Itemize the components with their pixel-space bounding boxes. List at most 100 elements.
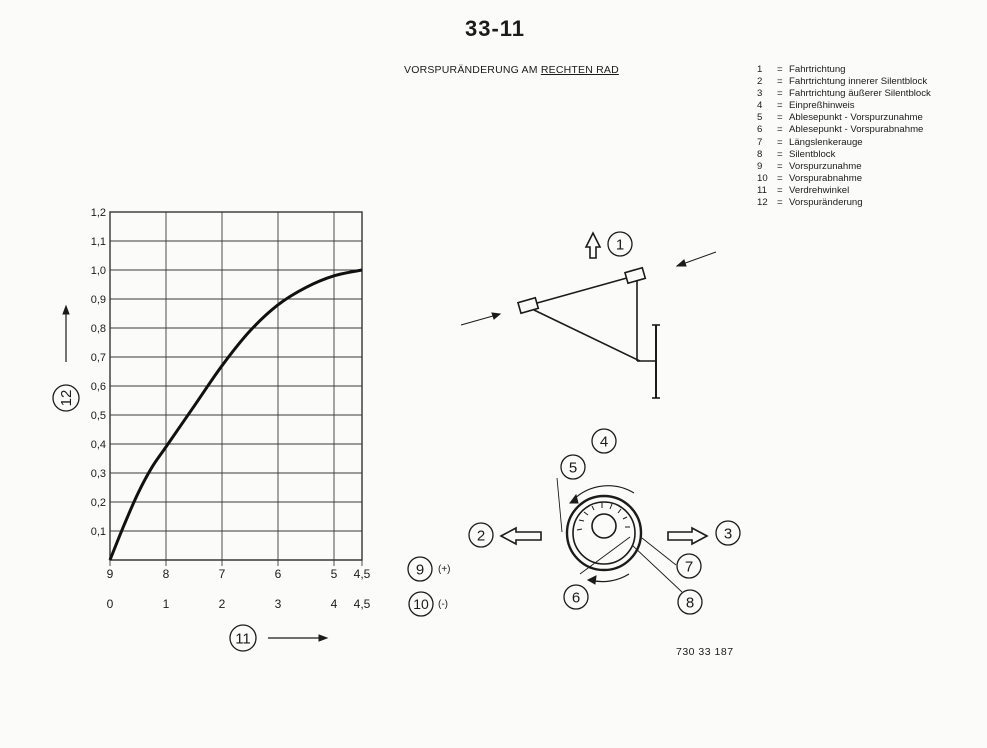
legend-number: 8 (757, 148, 763, 160)
chart-axis-labels: 9 (+) 1 0 (-) 11 12 (52, 384, 451, 652)
callout-circle (563, 584, 589, 610)
arrow-right-thin-head (675, 259, 687, 267)
legend-text: Fahrtrichtung äußerer Silentblock (789, 88, 931, 100)
legend-number: 5 (757, 112, 763, 124)
legend-number: 3 (757, 88, 763, 100)
callout-number: 1 (616, 237, 624, 254)
y-axis-label: 12 (58, 390, 75, 407)
legend-item: 12 = Vorspuränderung (757, 197, 931, 209)
callout-circle (560, 454, 586, 480)
x-row-top-label: 9 (416, 561, 424, 578)
callout-circle (591, 428, 617, 454)
legend-equals: = (777, 64, 783, 75)
y-tick-label: 0,1 (91, 526, 106, 538)
legend-equals: = (777, 112, 783, 124)
chart-title-emphasis: RECHTEN RAD (540, 64, 619, 76)
legend-item: 11=Verdrehwinkel (757, 185, 931, 197)
x-row-top-label-circle (407, 556, 433, 582)
legend-text: Fahrtrichtung (789, 64, 846, 75)
dial-tick (591, 505, 595, 511)
y-tick-label: 0,8 (91, 323, 106, 335)
dial-tick (576, 528, 583, 531)
y-axis-label-group: 12 (52, 384, 80, 412)
legend-number: 2 (757, 76, 763, 88)
outer-bushing (623, 266, 647, 285)
x-axis-label-circle (229, 624, 257, 652)
chart-title: VORSPURÄNDERUNG AM RECHTEN RAD (404, 64, 619, 76)
y-tick-label: 1,2 (91, 207, 106, 219)
callout-number: 4 (600, 434, 608, 451)
legend-equals: = (777, 160, 783, 172)
legend-number: 6 (757, 124, 763, 136)
x-tick-label-bottom: 2 (219, 597, 226, 611)
y-tick-label: 0,4 (91, 439, 106, 451)
leader-5 (556, 477, 563, 533)
x-axis-label: 11 (235, 630, 251, 647)
legend-item: 8=Silentblock (757, 149, 931, 161)
chart-plot (108, 268, 363, 561)
x-tick-label-top: 8 (163, 567, 170, 581)
rotation-arc-top (572, 485, 635, 501)
x-tick-label-bottom: 0 (107, 597, 114, 611)
x-tick-label-top: 4,5 (354, 567, 371, 581)
x-row-top-marker: (+) (438, 564, 451, 575)
legend-equals: = (777, 88, 783, 100)
x-tick-label-top: 6 (275, 567, 282, 581)
chart-grid (109, 211, 363, 566)
legend-text: Längslenkerauge (789, 136, 863, 148)
dial-tick (617, 508, 622, 514)
callout-number: 7 (685, 559, 693, 576)
y-tick-label: 0,9 (91, 294, 106, 306)
legend-text: Silentblock (789, 148, 836, 160)
x-row-bottom-marker: (-) (438, 599, 448, 610)
y-tick-label: 0,5 (91, 410, 106, 422)
legend-item: 2=Fahrtrichtung innerer Silentblock (757, 76, 931, 88)
arm-line-diag (533, 309, 641, 362)
legend-equals: = (777, 184, 783, 196)
y-tick-label: 0,7 (91, 352, 106, 364)
x-tick-label-top: 9 (107, 567, 114, 581)
x-tick-label-bottom: 1 (163, 597, 170, 611)
legend-equals: = (777, 124, 783, 136)
legend-item: 1 = Fahrtrichtung (757, 64, 931, 76)
callout-circle (676, 553, 702, 579)
bushing-inner-ring (572, 501, 636, 565)
x-row-bottom-label-circle (408, 591, 434, 617)
legend-item: 5 = Ablesepunkt - Vorspurzunahme (757, 112, 931, 124)
leader-8 (631, 544, 683, 593)
y-axis-label-circle (52, 384, 80, 412)
y-tick-label: 0,2 (91, 497, 106, 509)
callout-number: 6 (572, 590, 580, 607)
dial-ticks (576, 503, 630, 531)
legend-number: 12 (757, 197, 768, 209)
dial-tick (583, 511, 589, 516)
legend-equals: = (777, 136, 783, 148)
legend-text: Ablesepunkt - Vorspurzunahme (789, 112, 923, 124)
callout-circle (468, 522, 494, 548)
bushing-center (591, 513, 617, 539)
document-code: 730 33 187 (676, 646, 734, 658)
bushing-outer-ring (565, 494, 643, 572)
bushing-dial-diagram (499, 477, 709, 593)
rotation-arc-top-head (569, 493, 579, 504)
y-axis-arrow-head (62, 304, 70, 315)
trailing-arm-diagram (460, 231, 717, 399)
leader-7 (641, 537, 677, 566)
y-tick-label: 1,1 (91, 236, 106, 248)
legend-text: Vorspurzunahme (789, 160, 862, 172)
legend-equals: = (777, 100, 783, 112)
dial-tick (578, 519, 585, 522)
legend-text: Vorspuränderung (789, 197, 863, 209)
legend-equals: = (777, 197, 783, 209)
legend-number: 1 (757, 64, 763, 75)
legend-number: 10 (757, 172, 768, 184)
callout-number: 3 (724, 526, 732, 543)
callout-number: 5 (569, 460, 577, 477)
legend-number: 7 (757, 136, 763, 148)
chart-title-prefix: VORSPURÄNDERUNG AM (404, 64, 541, 76)
